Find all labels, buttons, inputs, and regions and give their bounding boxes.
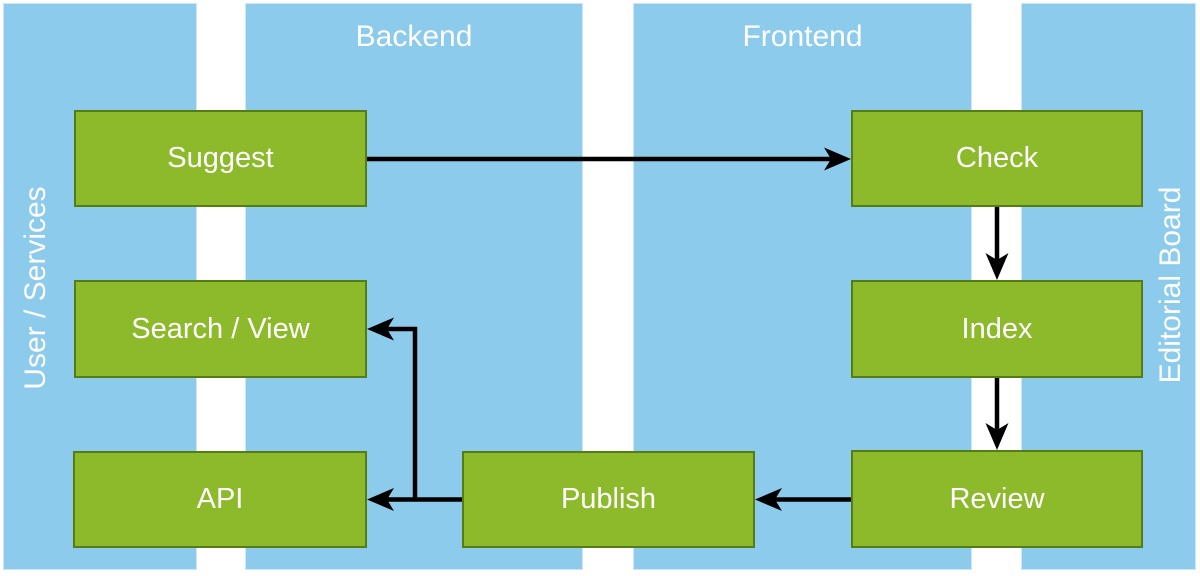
lane-label-backend: Backend: [355, 20, 473, 53]
node-index: Index: [851, 280, 1143, 378]
lane-label-frontend: Frontend: [742, 20, 863, 53]
lane-label-user-services: User / Services: [19, 186, 52, 390]
lane-label-editorial-board: Editorial Board: [1154, 186, 1187, 384]
node-suggest: Suggest: [74, 110, 367, 207]
node-search-view: Search / View: [74, 280, 367, 378]
node-publish: Publish: [462, 451, 755, 548]
arrow-check-to-index: [985, 207, 1009, 280]
node-review: Review: [851, 450, 1143, 548]
node-check: Check: [851, 110, 1143, 207]
arrow-index-to-review: [985, 378, 1009, 450]
node-api: API: [73, 451, 367, 548]
